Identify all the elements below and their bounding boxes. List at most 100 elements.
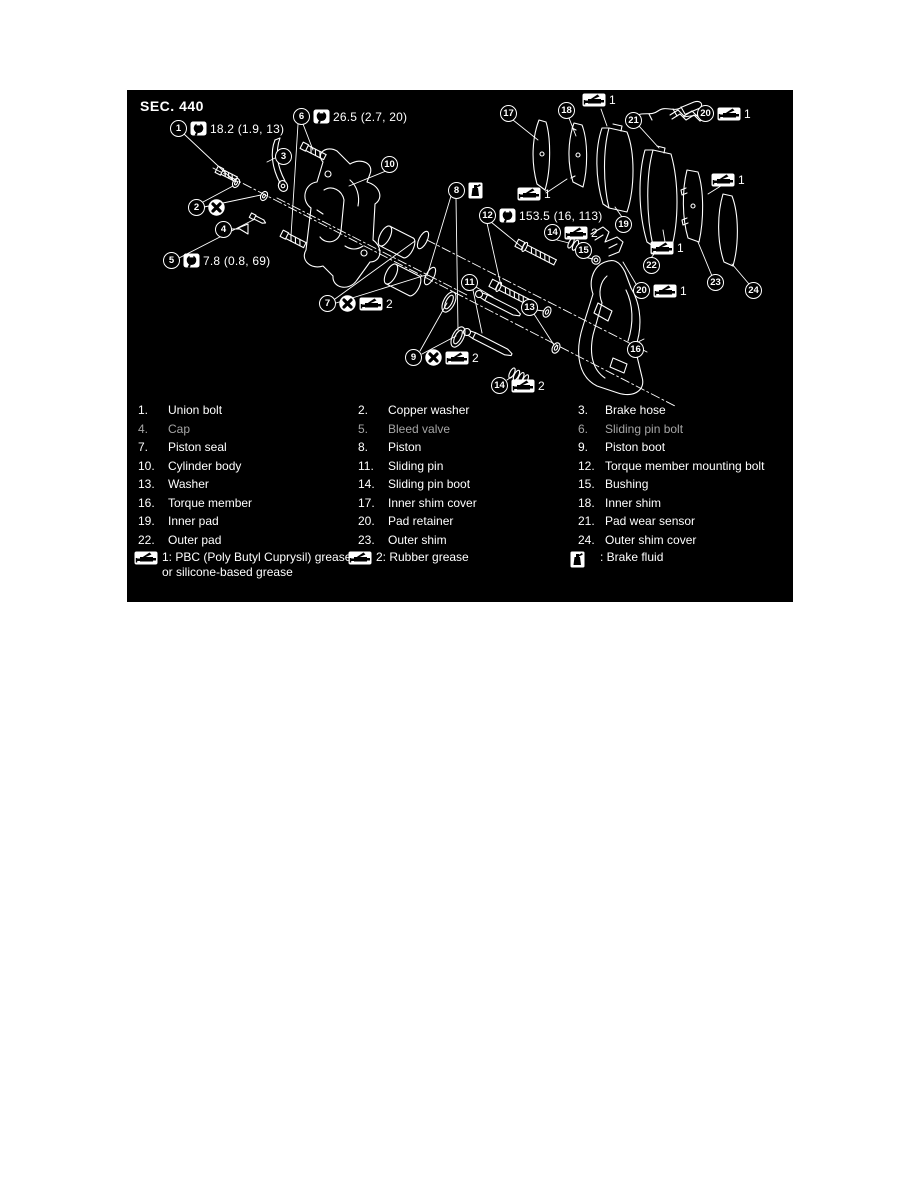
union-bolt: [214, 165, 238, 183]
part-number: 20.: [358, 514, 375, 528]
piston-seals: [416, 230, 437, 286]
part-number: 18.: [578, 495, 595, 510]
do-not-reuse-icon: [208, 199, 225, 216]
legend-text: 2: Rubber grease: [376, 550, 469, 564]
part-number: 15.: [578, 477, 595, 491]
callout-text: 1: [677, 241, 684, 255]
grease-icon: [564, 226, 588, 240]
part-number: 14.: [358, 477, 375, 491]
part-name: Inner shim cover: [388, 495, 477, 510]
callout-number: 20: [697, 105, 714, 122]
outer-shim-cover: [718, 193, 738, 267]
callout-18: 18: [558, 102, 575, 119]
brake-fluid-icon: [570, 551, 585, 568]
callout-text: 1: [680, 283, 687, 298]
brake-caliper-exploded-diagram: SEC. 440: [127, 90, 793, 602]
part-number: 11.: [358, 458, 374, 473]
part-name: Pad retainer: [388, 514, 454, 528]
brake-fluid-icon: [468, 182, 483, 199]
callout-number: 18: [558, 102, 575, 119]
callout-number: 6: [293, 108, 310, 125]
callout-4: 4: [215, 221, 232, 238]
part-number: 16.: [138, 495, 155, 510]
torque-member-mounting-bolts: [488, 238, 557, 306]
callout-2: 2: [188, 199, 225, 216]
callout-23: 23: [707, 274, 724, 291]
inner-shim-cover: [532, 119, 551, 191]
callout-11: 11: [461, 274, 478, 291]
torque-wrench-icon: [313, 109, 330, 124]
callout-number: 19: [615, 216, 632, 233]
section-label: SEC. 440: [140, 98, 204, 114]
grease-spec-label: 1: [582, 93, 616, 107]
part-name: Torque member mounting bolt: [605, 458, 765, 473]
grease-spec-label: 1: [650, 241, 684, 255]
washers: [542, 306, 561, 354]
part-number: 1.: [138, 403, 149, 417]
callout-number: 14: [544, 224, 561, 241]
callout-3: 3: [275, 148, 292, 165]
torque-wrench-icon: [499, 208, 516, 223]
callout-number: 21: [625, 112, 642, 129]
callout-22: 22: [643, 257, 660, 274]
callout-text: 7.8 (0.8, 69): [203, 253, 271, 268]
part-name: Piston boot: [605, 440, 666, 454]
callout-number: 4: [215, 221, 232, 238]
parts-row: 16. Torque member 17. Inner shim cover 18. In…: [127, 496, 793, 513]
brake-hose: [271, 137, 289, 192]
grease-icon: [511, 379, 535, 393]
grease-icon: [517, 187, 541, 201]
callout-text: 18.2 (1.9, 13): [210, 121, 285, 136]
callout-number: 5: [163, 252, 180, 269]
callout-number: 17: [500, 105, 517, 122]
part-name: Union bolt: [168, 403, 223, 417]
callout-17: 17: [500, 105, 517, 122]
callout-number: 8: [448, 182, 465, 199]
part-name: Inner shim: [605, 495, 662, 510]
grease-icon: [653, 284, 677, 298]
part-name: Torque member: [168, 495, 253, 510]
callout-number: 7: [319, 295, 336, 312]
grease-spec-label: 1: [517, 187, 551, 201]
callout-text: 2: [386, 296, 393, 311]
callout-13: 13: [521, 299, 538, 316]
part-name: Outer shim: [388, 532, 447, 547]
grease-icon: [582, 93, 606, 107]
part-name: Washer: [168, 477, 209, 491]
grease-icon: [717, 107, 741, 121]
callout-10: 10: [381, 156, 398, 173]
callout-number: 2: [188, 199, 205, 216]
legend-text: or silicone-based grease: [162, 565, 293, 579]
part-number: 19.: [138, 514, 155, 528]
callout-number: 16: [627, 341, 644, 358]
callout-number: 11: [461, 274, 478, 291]
callout-number: 13: [521, 299, 538, 316]
callout-number: 10: [381, 156, 398, 173]
part-name: Copper washer: [388, 403, 470, 417]
do-not-reuse-icon: [425, 349, 442, 366]
callout-number: 3: [275, 148, 292, 165]
part-name: Pad wear sensor: [605, 514, 696, 528]
part-name: Sliding pin bolt: [605, 421, 684, 436]
part-number: 17.: [358, 495, 375, 510]
outer-pad: [639, 145, 678, 251]
callout-15: 15: [575, 242, 592, 259]
callout-text: 2: [538, 378, 545, 393]
grease-icon: [650, 241, 674, 255]
callout-text: 26.5 (2.7, 20): [333, 109, 408, 124]
part-name: Piston seal: [168, 440, 227, 454]
callout-text: 1: [609, 93, 616, 107]
part-number: 5.: [358, 421, 369, 436]
torque-wrench-icon: [183, 253, 200, 268]
part-number: 3.: [578, 403, 589, 417]
callout-19: 19: [615, 216, 632, 233]
callout-number: 14: [491, 377, 508, 394]
part-number: 8.: [358, 440, 369, 454]
inner-pad: [596, 123, 634, 213]
part-name: Cap: [168, 421, 191, 436]
